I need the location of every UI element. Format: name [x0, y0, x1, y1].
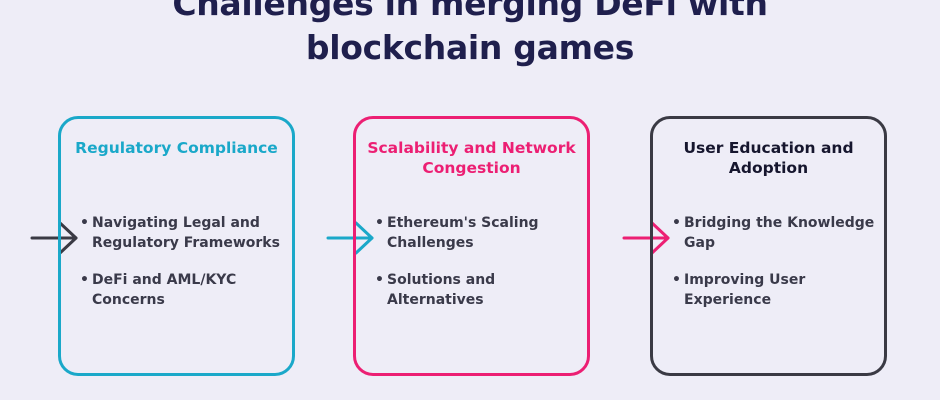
- card-scalability: Scalability and Network Congestion • Eth…: [353, 116, 590, 376]
- card-heading: Scalability and Network Congestion: [367, 139, 576, 177]
- list-item-text: Bridging the Knowledge Gap: [684, 215, 875, 251]
- list-item: • Ethereum's Scaling Challenges: [373, 213, 579, 253]
- list-item-text: Improving User Experience: [684, 272, 806, 308]
- list-item-text: Solutions and Alternatives: [387, 272, 496, 308]
- bullet-dot: •: [672, 215, 681, 231]
- list-item-text: Ethereum's Scaling Challenges: [387, 215, 539, 251]
- card-heading: User Education and Adoption: [683, 139, 854, 177]
- bullet-dot: •: [375, 215, 384, 231]
- page-title: Challenges in merging DeFi with blockcha…: [0, 0, 940, 70]
- list-item: • Improving User Experience: [670, 270, 876, 310]
- bullet-dot: •: [672, 272, 681, 288]
- bullet-dot: •: [375, 272, 384, 288]
- bullet-list: • Navigating Legal and Regulatory Framew…: [78, 213, 284, 327]
- list-item: • DeFi and AML/KYC Concerns: [78, 270, 284, 310]
- list-item: • Solutions and Alternatives: [373, 270, 579, 310]
- card-user-education: User Education and Adoption • Bridging t…: [650, 116, 887, 376]
- list-item-text: Navigating Legal and Regulatory Framewor…: [92, 215, 280, 251]
- card-regulatory-compliance: Regulatory Compliance • Navigating Legal…: [58, 116, 295, 376]
- list-item: • Bridging the Knowledge Gap: [670, 213, 876, 253]
- bullet-dot: •: [80, 215, 89, 231]
- bullet-list: • Bridging the Knowledge Gap • Improving…: [670, 213, 876, 327]
- list-item-text: DeFi and AML/KYC Concerns: [92, 272, 237, 308]
- list-item: • Navigating Legal and Regulatory Framew…: [78, 213, 284, 253]
- arrow-right-icon: [326, 221, 374, 255]
- bullet-list: • Ethereum's Scaling Challenges • Soluti…: [373, 213, 579, 327]
- title-line-2: blockchain games: [305, 28, 635, 67]
- arrow-right-icon: [622, 221, 670, 255]
- card-heading: Regulatory Compliance: [75, 139, 278, 157]
- title-line-1: Challenges in merging DeFi with: [172, 0, 768, 23]
- arrow-right-icon: [30, 221, 78, 255]
- bullet-dot: •: [80, 272, 89, 288]
